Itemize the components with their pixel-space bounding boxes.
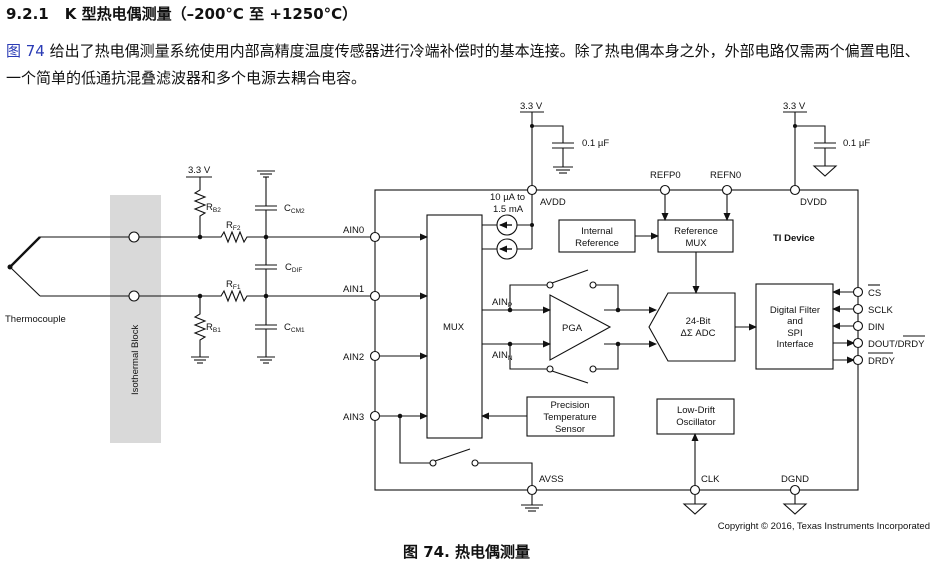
avdd-supply-label: 3.3 V	[520, 101, 543, 112]
temp-label-3: Sensor	[555, 424, 585, 435]
pin-avdd	[526, 184, 538, 196]
temp-label-2: Temperature	[543, 412, 596, 423]
ain0-label: AIN0	[343, 225, 364, 236]
rf2-label: RF2	[226, 220, 241, 232]
paragraph-text: 给出了热电偶测量系统使用内部高精度温度传感器进行冷端补偿时的基本连接。除了热电偶…	[6, 42, 920, 87]
ain1-label: AIN1	[343, 284, 364, 295]
temp-label-1: Precision	[550, 400, 589, 411]
thermocouple-label: Thermocouple	[5, 314, 66, 325]
pin-dvdd	[789, 184, 801, 196]
capacitor-network	[255, 170, 277, 364]
section-heading: 9.2.1 K 型热电偶测量（–200°C 至 +1250°C）	[6, 3, 357, 24]
filter-label-4: Interface	[777, 339, 814, 350]
cdif-label: CDIF	[285, 262, 302, 274]
internal-reference-label-2: Reference	[575, 238, 619, 249]
osc-label-1: Low-Drift	[677, 405, 715, 416]
pin-clk	[689, 484, 701, 496]
sclk-label: SCLK	[868, 305, 893, 316]
cs-label: CS	[868, 288, 881, 299]
pin-ain3	[369, 410, 381, 422]
adc-label-1: 24-Bit	[686, 316, 711, 327]
pga-label: PGA	[562, 323, 583, 334]
idac-label-1: 10 µA to	[490, 192, 525, 203]
dvdd-supply-label: 3.3 V	[783, 101, 806, 112]
excitation-current-sources	[482, 214, 534, 260]
dgnd-label: DGND	[781, 474, 809, 485]
idac-label-2: 1.5 mA	[493, 204, 524, 215]
rf1-label: RF1	[226, 279, 241, 291]
ainn-label: AINN	[492, 350, 513, 362]
avdd-supply	[520, 111, 574, 249]
ccm2-label: CCM2	[284, 203, 305, 215]
pin-ain1	[369, 290, 381, 302]
pin-ain0	[369, 231, 381, 243]
copyright: Copyright © 2016, Texas Instruments Inco…	[718, 521, 930, 532]
resistor-rf2	[200, 230, 375, 244]
avdd-label: AVDD	[540, 197, 566, 208]
pin-avss	[526, 484, 538, 496]
filter-label-3: SPI	[787, 328, 802, 339]
filter-label-1: Digital Filter	[770, 305, 820, 316]
pga-section	[482, 269, 657, 384]
dvdd-cap-label: 0.1 µF	[843, 138, 870, 149]
dvdd-supply	[783, 111, 838, 190]
ain3-label: AIN3	[343, 412, 364, 423]
adc-label-2: ΔΣ ADC	[681, 328, 716, 339]
adc-block	[648, 292, 736, 362]
spi-pins	[832, 284, 925, 366]
pin-refp0	[659, 184, 671, 196]
mux-block	[426, 214, 483, 439]
reference-mux-label: Reference	[674, 226, 718, 237]
din-label: DIN	[868, 322, 885, 333]
dout-drdy-label: DOUT/DRDY	[868, 339, 925, 350]
dvdd-label: DVDD	[800, 197, 827, 208]
rb1-label: RB1	[206, 322, 221, 334]
drdy-label: DRDY	[868, 356, 896, 367]
resistor-rf1	[200, 289, 375, 303]
pin-dgnd	[789, 484, 801, 496]
section-number: 9.2.1	[6, 5, 49, 23]
ti-device-label: TI Device	[773, 233, 815, 244]
internal-reference-label: Internal	[581, 226, 613, 237]
refn0-label: REFN0	[710, 170, 741, 181]
ground-symbols	[521, 495, 808, 515]
section-title: K 型热电偶测量（–200°C 至 +1250°C）	[64, 5, 358, 23]
figure-link[interactable]: 图 74	[6, 42, 45, 60]
ain2-label: AIN2	[343, 352, 364, 363]
figure-caption: 图 74. 热电偶测量	[402, 543, 531, 561]
resistor-rb1	[191, 293, 209, 364]
refp0-label: REFP0	[650, 170, 681, 181]
avss-label: AVSS	[539, 474, 564, 485]
pin-ain2	[369, 350, 381, 362]
pin-refn0	[721, 184, 733, 196]
avdd-cap-label: 0.1 µF	[582, 138, 609, 149]
clk-label: CLK	[701, 474, 720, 485]
ain3-bias-switch	[397, 413, 533, 486]
isothermal-block-label: Isothermal Block	[130, 325, 141, 395]
reference-mux-label-2: MUX	[685, 238, 707, 249]
ainp-label: AINP	[492, 297, 512, 309]
body-paragraph: 图 74 给出了热电偶测量系统使用内部高精度温度传感器进行冷端补偿时的基本连接。…	[6, 38, 931, 92]
rb2-label: RB2	[206, 202, 221, 214]
mux-label: MUX	[443, 322, 465, 333]
osc-label-2: Oscillator	[676, 417, 716, 428]
ccm1-label: CCM1	[284, 322, 305, 334]
thermocouple	[7, 231, 200, 302]
filter-label-2: and	[787, 316, 803, 327]
supply-label-left: 3.3 V	[188, 165, 211, 176]
